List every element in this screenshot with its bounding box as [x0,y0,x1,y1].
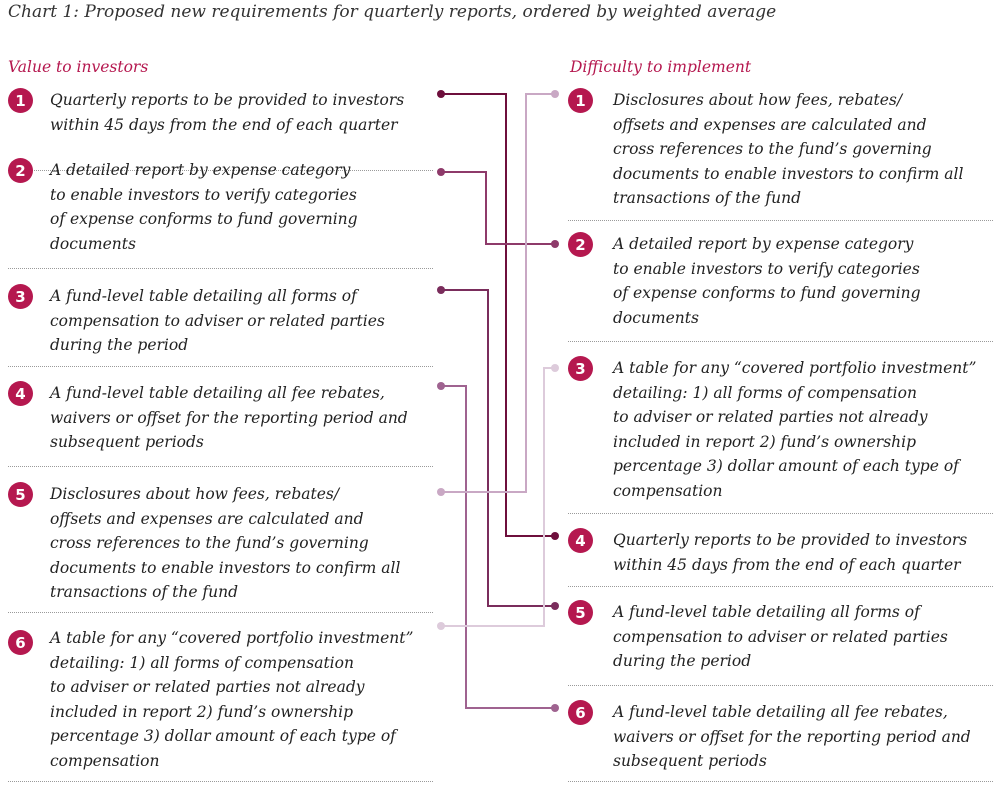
connector-line-3-to-5 [441,289,555,607]
connector-dot-right-2 [551,240,559,248]
left-item-5-text: Disclosures about how fees, rebates/ off… [50,485,401,601]
connector-line-4-to-6 [441,385,555,709]
right-rank-5-badge: 5 [568,600,593,625]
connector-line-6-to-3 [441,367,555,627]
connector-dot-left-1 [437,90,445,98]
left-rank-2-badge: 2 [8,158,33,183]
connector-dot-left-6 [437,622,445,630]
right-divider-3 [568,513,993,514]
left-divider-1 [8,170,433,171]
right-item-3-text: A table for any “covered portfolio inves… [613,359,977,500]
right-divider-4 [568,586,993,587]
right-rank-3-badge: 3 [568,356,593,381]
left-item-4-text: A fund-level table detailing all fee reb… [50,384,408,451]
connector-dot-left-3 [437,286,445,294]
left-divider-3 [8,366,433,367]
right-column-heading: Difficulty to implement [570,58,752,76]
left-divider-2 [8,268,433,269]
connector-dot-left-4 [437,382,445,390]
right-item-4-text: Quarterly reports to be provided to inve… [613,531,968,574]
connector-dot-right-6 [551,704,559,712]
left-item-1-text: Quarterly reports to be provided to inve… [50,91,405,134]
right-divider-2 [568,341,993,342]
left-rank-4-badge: 4 [8,381,33,406]
connector-line-1-to-4 [441,93,555,537]
left-divider-4 [8,466,433,467]
connector-dot-left-2 [437,168,445,176]
connector-line-5-to-1 [441,93,555,493]
connector-line-2-to-2 [441,171,555,245]
right-item-5-text: A fund-level table detailing all forms o… [613,603,948,670]
left-divider-5 [8,612,433,613]
right-divider-1 [568,220,993,221]
right-rank-1-badge: 1 [568,88,593,113]
left-rank-1-badge: 1 [8,88,33,113]
left-item-6-text: A table for any “covered portfolio inves… [50,629,414,770]
right-rank-6-badge: 6 [568,700,593,725]
right-item-6-text: A fund-level table detailing all fee reb… [613,703,971,770]
left-item-3-text: A fund-level table detailing all forms o… [50,287,385,354]
connector-dot-left-5 [437,488,445,496]
left-divider-6 [8,781,433,782]
chart-title: Chart 1: Proposed new requirements for q… [8,2,777,22]
left-rank-3-badge: 3 [8,284,33,309]
left-rank-6-badge: 6 [8,630,33,655]
left-column-heading: Value to investors [8,58,149,76]
left-item-2-text: A detailed report by expense category to… [50,161,358,253]
right-item-2-text: A detailed report by expense category to… [613,235,921,327]
connector-dot-right-3 [551,364,559,372]
connector-dot-right-5 [551,602,559,610]
right-rank-2-badge: 2 [568,232,593,257]
connector-dot-right-4 [551,532,559,540]
connector-dot-right-1 [551,90,559,98]
right-item-1-text: Disclosures about how fees, rebates/ off… [613,91,964,207]
right-divider-5 [568,685,993,686]
left-rank-5-badge: 5 [8,482,33,507]
right-rank-4-badge: 4 [568,528,593,553]
right-divider-6 [568,781,993,782]
